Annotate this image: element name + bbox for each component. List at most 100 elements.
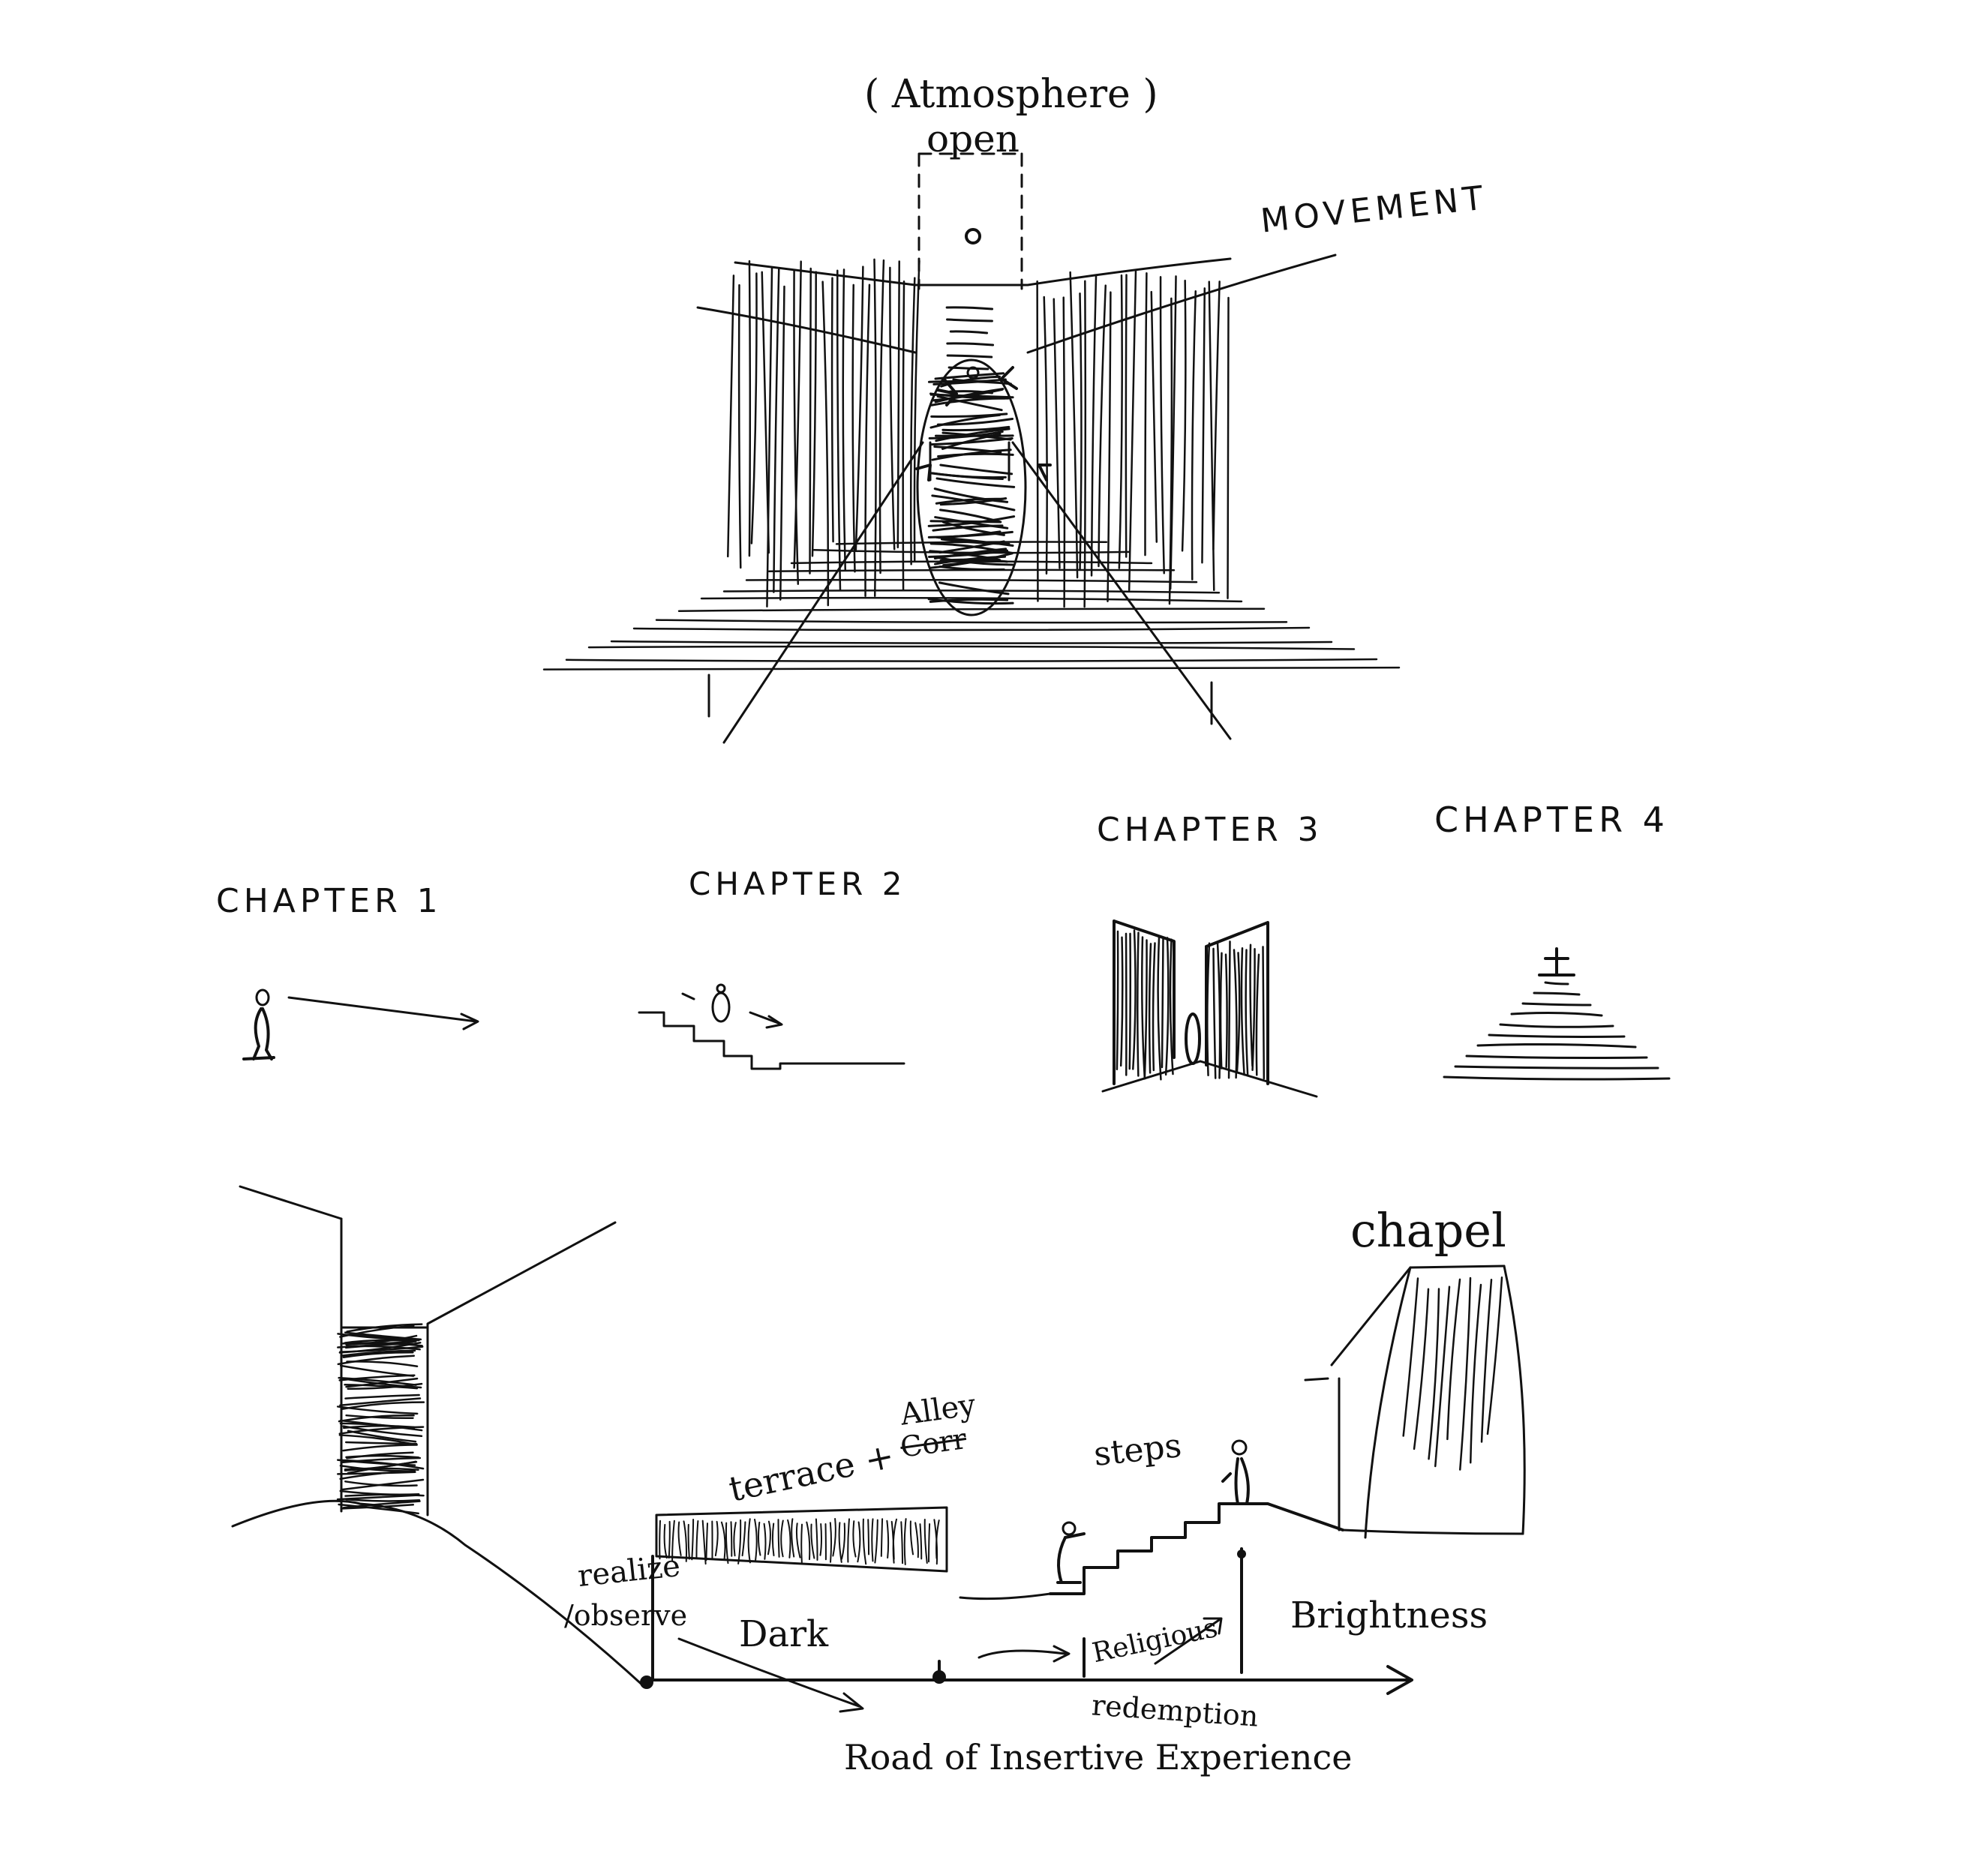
steps-figure-lower-head <box>1062 1521 1077 1536</box>
chapter-2-label: CHAPTER 2 <box>689 866 907 902</box>
arrow-lower-left-icon <box>915 464 932 482</box>
figure-scribble-stroke <box>929 436 1014 446</box>
right-wall-hatching <box>1036 269 1230 608</box>
figure-scribble-stroke <box>930 397 1010 406</box>
corridor-scribble-stroke <box>344 1441 418 1445</box>
corridor-scribble-stroke <box>337 1459 425 1470</box>
figure-scribble-stroke <box>938 556 1014 566</box>
chapter-3-hatch-stroke <box>1161 937 1164 1069</box>
terrace-hatch-stroke <box>695 1520 699 1558</box>
terrace-hatch-stroke <box>832 1518 836 1557</box>
dark-corridor-floor <box>231 1499 647 1689</box>
figure-scribble-stroke <box>933 555 1007 566</box>
left-wall-stroke <box>750 272 758 544</box>
right-wall-stroke <box>1118 274 1123 569</box>
figure-scribble-stroke <box>927 515 1016 527</box>
distant-step-stroke <box>946 354 993 358</box>
terrace-hatch-stroke <box>671 1520 675 1562</box>
left-wall-stroke <box>909 277 916 566</box>
right-wall-stroke <box>1144 272 1148 556</box>
floor-stroke <box>542 666 1401 671</box>
brightness-marker-dot <box>1237 1550 1246 1558</box>
timeline-dot-start <box>640 1676 653 1689</box>
steps-figure-lower <box>1056 1532 1086 1584</box>
floor-stroke <box>632 626 1311 632</box>
right-wall-stroke <box>1159 276 1165 574</box>
floor-stroke <box>565 658 1378 662</box>
central-figure-scribble <box>927 372 1016 605</box>
terrace-hatch-stroke <box>919 1523 923 1560</box>
distant-step-stroke <box>946 318 993 322</box>
figure-scribble-stroke <box>941 520 1005 536</box>
chapel-roof <box>1304 1264 1506 1382</box>
horizon-line <box>734 257 1232 286</box>
dark-corridor-walls <box>239 1185 617 1516</box>
transition-arrow-icon <box>1053 1645 1071 1663</box>
chapter-3-hatch-stroke <box>1148 943 1152 1074</box>
timeline-arrow-icon <box>1386 1665 1413 1695</box>
left-wall-stroke <box>766 266 773 608</box>
chapter-3-hatch-stroke <box>1128 932 1132 1070</box>
terrace-hatch-stroke <box>857 1521 861 1563</box>
left-wall-stroke <box>748 260 752 557</box>
figure-scribble-stroke <box>932 524 1004 532</box>
central-figure-outline <box>916 358 1027 616</box>
terrace-hatch-stroke <box>914 1522 919 1558</box>
chapter-4-line <box>1465 1054 1648 1060</box>
corridor-scribble-stroke <box>337 1342 414 1348</box>
chapter-4-label: CHAPTER 4 <box>1434 800 1669 840</box>
chapter-3-hatch-stroke <box>1152 942 1156 1072</box>
chapter-3-hatch-stroke <box>1143 939 1148 1079</box>
left-wall-stroke <box>873 258 877 598</box>
chapter-2-motion-lines <box>681 992 782 1025</box>
chapter-3-hatch-stroke <box>1119 936 1124 1067</box>
terrace-hatching <box>659 1518 940 1565</box>
right-wall-stroke <box>1062 296 1066 608</box>
corridor-scribble-stroke <box>344 1467 419 1471</box>
left-wall-stroke <box>727 274 735 558</box>
left-wall-stroke <box>737 284 742 569</box>
steps-label: steps <box>1092 1426 1184 1474</box>
terrace-hatch-stroke <box>705 1522 708 1562</box>
figure-scribble-stroke <box>938 581 1010 596</box>
corridor-scribble-stroke <box>344 1384 419 1390</box>
chapter-1-path-line <box>287 996 478 1023</box>
figure-scribble-stroke <box>927 549 1009 558</box>
terrace-hatch-stroke <box>795 1522 801 1558</box>
left-wall-stroke <box>811 271 817 557</box>
chapter-1-figure-head <box>255 988 270 1006</box>
chapel-sketch <box>1304 1264 1526 1539</box>
corridor-scribble-stroke <box>341 1401 425 1411</box>
corridor-scribble-stroke <box>339 1377 422 1389</box>
chapter-3-hatch-stroke <box>1141 936 1146 1080</box>
right-wall-stroke <box>1083 280 1087 608</box>
chapter-2-figure <box>711 992 731 1023</box>
right-wall-stroke <box>1107 291 1112 602</box>
left-wall-stroke <box>821 280 830 607</box>
terrace-hatch-stroke <box>810 1523 815 1559</box>
terrace-hatch-stroke <box>763 1522 767 1560</box>
terrace-hatch-stroke <box>780 1520 784 1558</box>
steps-profile <box>1049 1502 1344 1595</box>
right-wall-stroke <box>1227 296 1230 600</box>
right-wall-stroke <box>1212 280 1221 550</box>
chapter-4-line <box>1443 1076 1671 1081</box>
struck-word: Corr <box>898 1422 968 1464</box>
chapel-line <box>1480 1279 1493 1443</box>
figure-scribble-stroke <box>927 598 1014 605</box>
chapter-4-line <box>1476 1042 1637 1048</box>
floor-stroke <box>677 608 1266 612</box>
figure-scribble-stroke <box>938 566 1005 572</box>
distant-step-stroke <box>949 330 989 334</box>
chapter-2-sketch <box>638 983 905 1070</box>
terrace-hatch-stroke <box>903 1518 907 1565</box>
terrace-hatch-stroke <box>683 1520 688 1562</box>
dark-corridor-scribble <box>336 1323 425 1515</box>
right-wall-stroke <box>1079 292 1083 572</box>
figure-scribble-stroke <box>941 425 1011 432</box>
terrace-hatch-stroke <box>741 1521 746 1557</box>
left-wall-stroke <box>836 269 842 591</box>
terrace-hatch-stroke <box>791 1518 795 1558</box>
observe-label: /observe <box>564 1599 688 1632</box>
